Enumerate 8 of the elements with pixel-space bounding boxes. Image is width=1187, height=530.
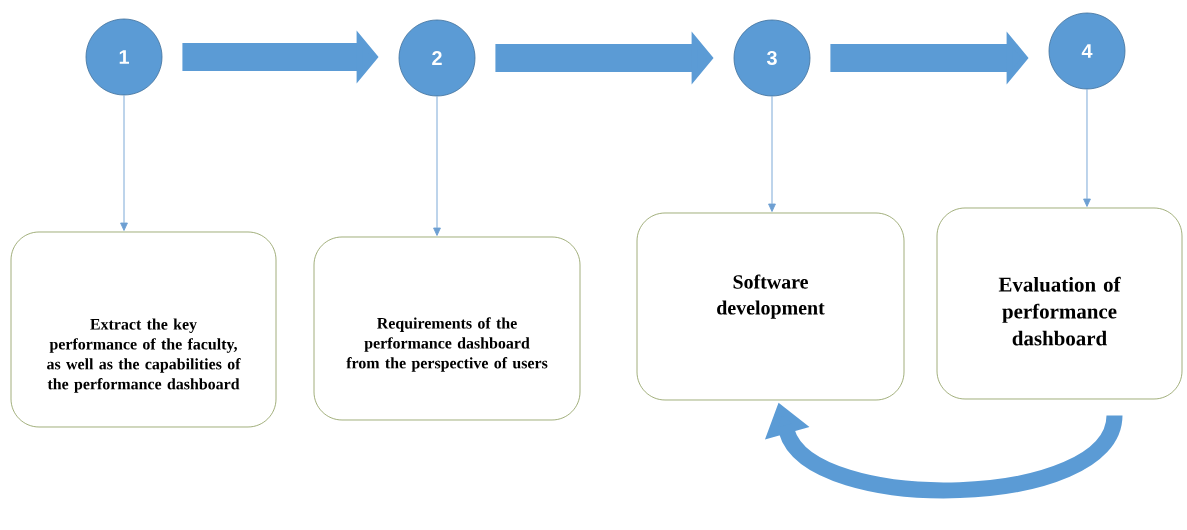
arrow (1083, 88, 1091, 207)
arrow (120, 94, 128, 231)
step-box: Requirements of the performance dashboard from the perspective of users (313, 236, 581, 421)
arrow (768, 95, 776, 212)
step-box: Software development (636, 212, 905, 401)
step-box: Evaluation of performance dashboard (936, 207, 1183, 400)
step-box: Extract the key performance of the faculty, as well as the capabilities of the performance dashboard (10, 231, 277, 428)
arrow (433, 95, 441, 236)
